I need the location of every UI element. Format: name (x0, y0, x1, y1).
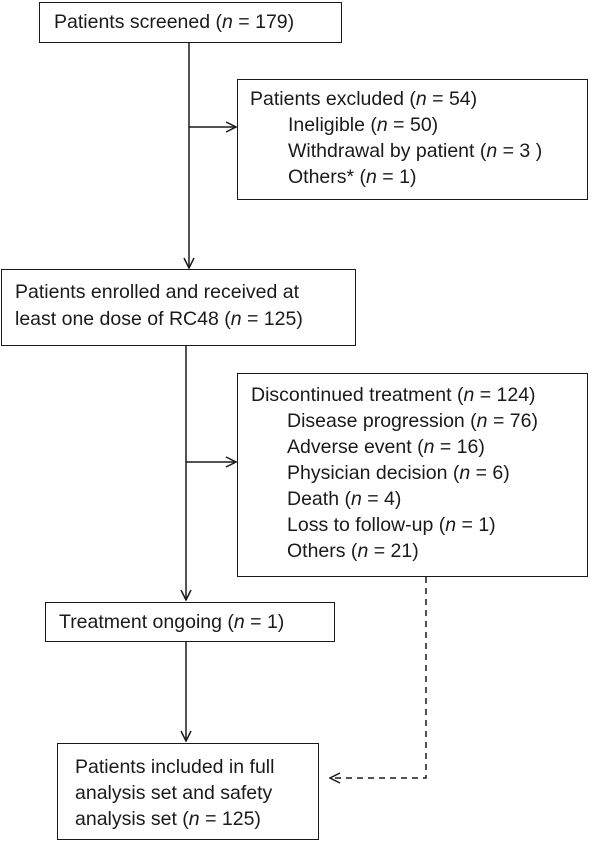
discontinued-item-physician: Physician decision (n = 6) (287, 462, 510, 484)
analysis-box: Patients included in full analysis set a… (57, 743, 319, 840)
ongoing-label: Treatment ongoing (n = 1) (59, 611, 285, 633)
excluded-box: Patients excluded (n = 54) Ineligible (n… (237, 79, 588, 200)
excluded-item-ineligible: Ineligible (n = 50) (288, 114, 439, 136)
analysis-line-1: Patients included in full (75, 756, 275, 778)
excluded-item-withdrawal: Withdrawal by patient (n = 3 ) (288, 140, 543, 162)
discontinued-item-loss-to-follow-up: Loss to follow-up (n = 1) (287, 514, 496, 536)
discontinued-item-progression: Disease progression (n = 76) (287, 410, 538, 432)
enrolled-line-2: least one dose of RC48 (n = 125) (15, 308, 303, 330)
discontinued-box: Discontinued treatment (n = 124) Disease… (237, 373, 588, 577)
discontinued-title: Discontinued treatment (n = 124) (251, 384, 536, 406)
enrolled-line-1: Patients enrolled and received at (15, 281, 300, 303)
excluded-title: Patients excluded (n = 54) (250, 88, 478, 110)
dashed-arrow-discontinued-to-analysis (330, 577, 427, 778)
discontinued-item-adverse-event: Adverse event (n = 16) (287, 436, 485, 458)
excluded-item-others: Others* (n = 1) (288, 166, 417, 188)
enrolled-box: Patients enrolled and received at least … (1, 269, 356, 346)
analysis-line-3: analysis set (n = 125) (75, 808, 261, 830)
ongoing-box: Treatment ongoing (n = 1) (45, 602, 335, 642)
discontinued-item-others: Others (n = 21) (287, 540, 419, 562)
analysis-line-2: analysis set and safety (75, 782, 273, 804)
screened-box: Patients screened (n = 179) (39, 2, 342, 43)
screened-label: Patients screened (n = 179) (54, 11, 295, 33)
discontinued-item-death: Death (n = 4) (287, 488, 402, 510)
